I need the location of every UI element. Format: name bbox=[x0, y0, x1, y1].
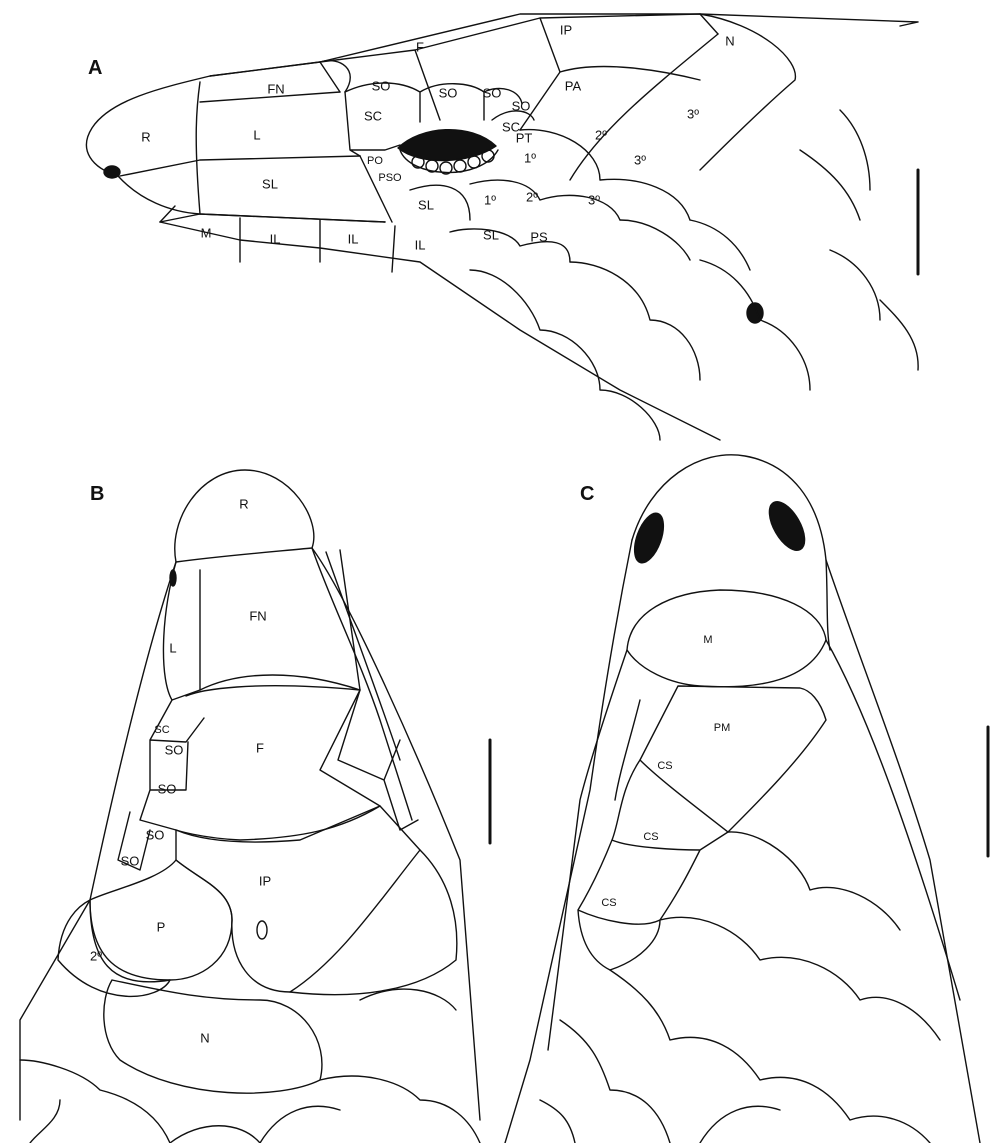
panel-a-label-sl2: SL bbox=[418, 197, 434, 212]
panel-b-label-so2: SO bbox=[158, 781, 177, 796]
panel-a-label-pa: PA bbox=[565, 78, 582, 93]
panel-a-nuchal-seams bbox=[570, 14, 795, 180]
panel-a-label-so2: SO bbox=[439, 85, 458, 100]
panel-a-nostril bbox=[104, 166, 120, 178]
panel-a-label-il2: IL bbox=[348, 231, 359, 246]
panel-a-label-t2b: 2º bbox=[526, 189, 538, 204]
panel-b-body-scales bbox=[20, 989, 480, 1143]
panel-c-body-outline bbox=[505, 540, 980, 1143]
panel-b-label-so3: SO bbox=[146, 827, 165, 842]
panel-a-label-t3b: 3º bbox=[634, 152, 646, 167]
panel-b-label-so1: SO bbox=[165, 742, 184, 757]
panel-b-dorsal-head: B R FN L SC S bbox=[20, 470, 490, 1143]
panel-a-label-t1a: 1º bbox=[524, 150, 536, 165]
panel-c-chin-shields bbox=[578, 760, 728, 970]
panel-b-temporal bbox=[58, 900, 170, 996]
panel-a-label-pt: PT bbox=[516, 130, 533, 145]
panel-a-label-l: L bbox=[253, 127, 260, 142]
panel-a-label-il1: IL bbox=[270, 231, 281, 246]
panel-a-label-sl3: SL bbox=[483, 227, 499, 242]
panel-a-label-po: PO bbox=[367, 155, 383, 167]
panel-b-label-sc: SC bbox=[154, 724, 169, 736]
panel-a-label-m: M bbox=[201, 225, 212, 240]
panel-c-label-cs3: CS bbox=[601, 897, 616, 909]
panel-b-label-r: R bbox=[239, 496, 248, 511]
panel-c-left-eye bbox=[629, 509, 669, 566]
panel-b-label-p: P bbox=[157, 919, 166, 934]
panel-c-right-eye bbox=[762, 496, 812, 556]
panel-b-label-so4: SO bbox=[121, 853, 140, 868]
panel-b-parietal-eye bbox=[257, 921, 267, 939]
panel-a-label-ps: PS bbox=[530, 229, 548, 244]
panel-b-frontonasal bbox=[200, 550, 360, 690]
panel-b-label-t2: 2º bbox=[90, 948, 102, 963]
panel-a-label-so4: SO bbox=[512, 98, 531, 113]
panel-c-mental-shield bbox=[627, 590, 826, 687]
panel-b-label-f: F bbox=[256, 740, 264, 755]
panel-a-letter: A bbox=[88, 57, 102, 79]
panel-c-ventral-head: C M PM CS CS CS bbox=[505, 455, 988, 1143]
panel-a-lateral-head: A R FN L SL F bbox=[86, 14, 918, 440]
panel-a-label-fn: FN bbox=[267, 81, 284, 96]
panel-a-eye bbox=[398, 130, 496, 161]
panel-a-neck-scales bbox=[570, 250, 918, 390]
panel-c-label-pm: PM bbox=[714, 722, 731, 734]
panel-a-label-t3c: 3º bbox=[588, 192, 600, 207]
panel-b-head-outline bbox=[20, 548, 480, 1120]
panel-a-label-f: F bbox=[416, 39, 424, 54]
panel-a-loreal-border bbox=[345, 92, 400, 156]
panel-a-label-t2a: 2º bbox=[595, 127, 607, 142]
panel-b-label-ip: IP bbox=[259, 873, 271, 888]
panel-b-rostral-shield bbox=[175, 470, 314, 562]
panel-b-nuchal bbox=[104, 980, 322, 1093]
panel-c-label-cs1: CS bbox=[657, 760, 672, 772]
panel-a-label-t1b: 1º bbox=[484, 192, 496, 207]
panel-b-label-n: N bbox=[200, 1030, 209, 1045]
panel-b-nostril bbox=[170, 570, 176, 586]
panel-a-label-il3: IL bbox=[415, 237, 426, 252]
panel-b-frontal bbox=[176, 686, 380, 840]
panel-c-snout-outline bbox=[632, 455, 830, 650]
panel-b-label-l: L bbox=[169, 640, 176, 655]
panel-b-letter: B bbox=[90, 483, 104, 505]
panel-a-label-ip: IP bbox=[560, 22, 572, 37]
panel-a-temporals bbox=[520, 67, 700, 220]
panel-a-gular-scales bbox=[470, 270, 660, 440]
panel-a-snout-seams bbox=[120, 92, 385, 222]
panel-c-label-cs2: CS bbox=[643, 831, 658, 843]
panel-a-label-r: R bbox=[141, 129, 150, 144]
panel-a-label-so1: SO bbox=[372, 78, 391, 93]
panel-a-label-pso: PSO bbox=[378, 172, 402, 184]
panel-a-throat-outline bbox=[118, 176, 720, 440]
panel-a-label-t3a: 3º bbox=[687, 106, 699, 121]
panel-a-label-sc1: SC bbox=[364, 108, 382, 123]
panel-a-label-so3: SO bbox=[483, 85, 502, 100]
panel-c-letter: C bbox=[580, 483, 594, 505]
panel-b-label-fn: FN bbox=[249, 608, 266, 623]
panel-c-label-m: M bbox=[703, 634, 712, 646]
panel-a-label-n: N bbox=[725, 33, 734, 48]
panel-b-right-lateral-strips bbox=[312, 548, 412, 820]
panel-c-body-scales bbox=[540, 832, 940, 1143]
panel-a-head-outline bbox=[86, 14, 918, 176]
panel-a-dorsal-lateral-scales bbox=[620, 110, 870, 270]
panel-a-label-sl1: SL bbox=[262, 176, 278, 191]
